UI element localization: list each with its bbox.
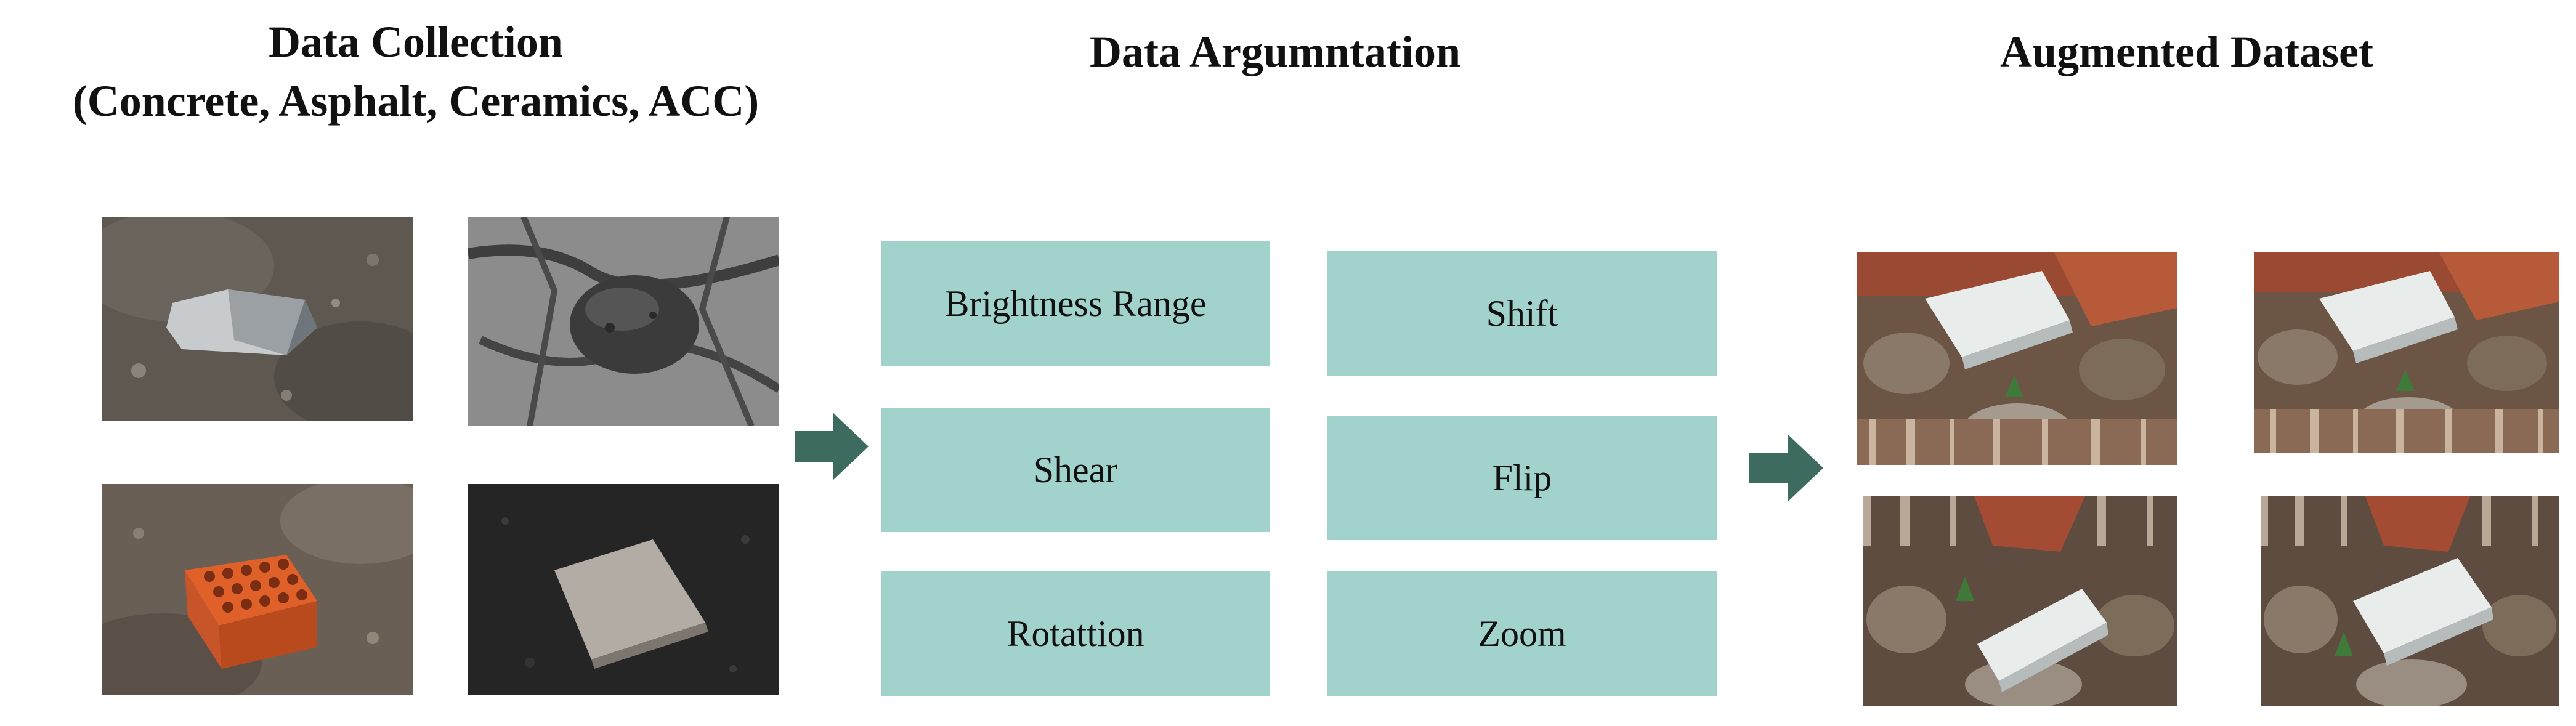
augmentation-shift: Shift: [1327, 251, 1717, 376]
augmentation-flip: Flip: [1327, 416, 1717, 540]
asphalt-sample-photo: [468, 217, 779, 426]
data-augmentation-heading: Data Argumntation: [1089, 27, 1460, 76]
augmentation-brightness-range: Brightness Range: [881, 241, 1270, 366]
arrow-to-dataset-icon: [1749, 434, 1823, 502]
concrete-sample-photo: [102, 217, 413, 421]
acc-block-sample-photo: [468, 484, 779, 695]
ceramics-brick-sample-photo: [102, 484, 413, 695]
data-collection-heading: Data Collection (Concrete, Asphalt, Cera…: [0, 12, 832, 131]
augmented-dataset-heading: Augmented Dataset: [2000, 27, 2373, 76]
augmented-sample-photo-2: [2254, 252, 2559, 453]
data-collection-materials: (Concrete, Asphalt, Ceramics, ACC): [72, 76, 759, 126]
arrow-to-augmentation-icon: [795, 413, 869, 480]
augmentation-zoom: Zoom: [1327, 571, 1717, 696]
augmented-sample-photo-3: [1863, 496, 2177, 706]
augmented-sample-photo-4: [2261, 496, 2559, 706]
augmented-sample-photo-1: [1857, 252, 2177, 465]
augmentation-rotation: Rotattion: [881, 571, 1270, 696]
data-collection-title: Data Collection: [269, 17, 563, 67]
augmentation-shear: Shear: [881, 408, 1270, 532]
